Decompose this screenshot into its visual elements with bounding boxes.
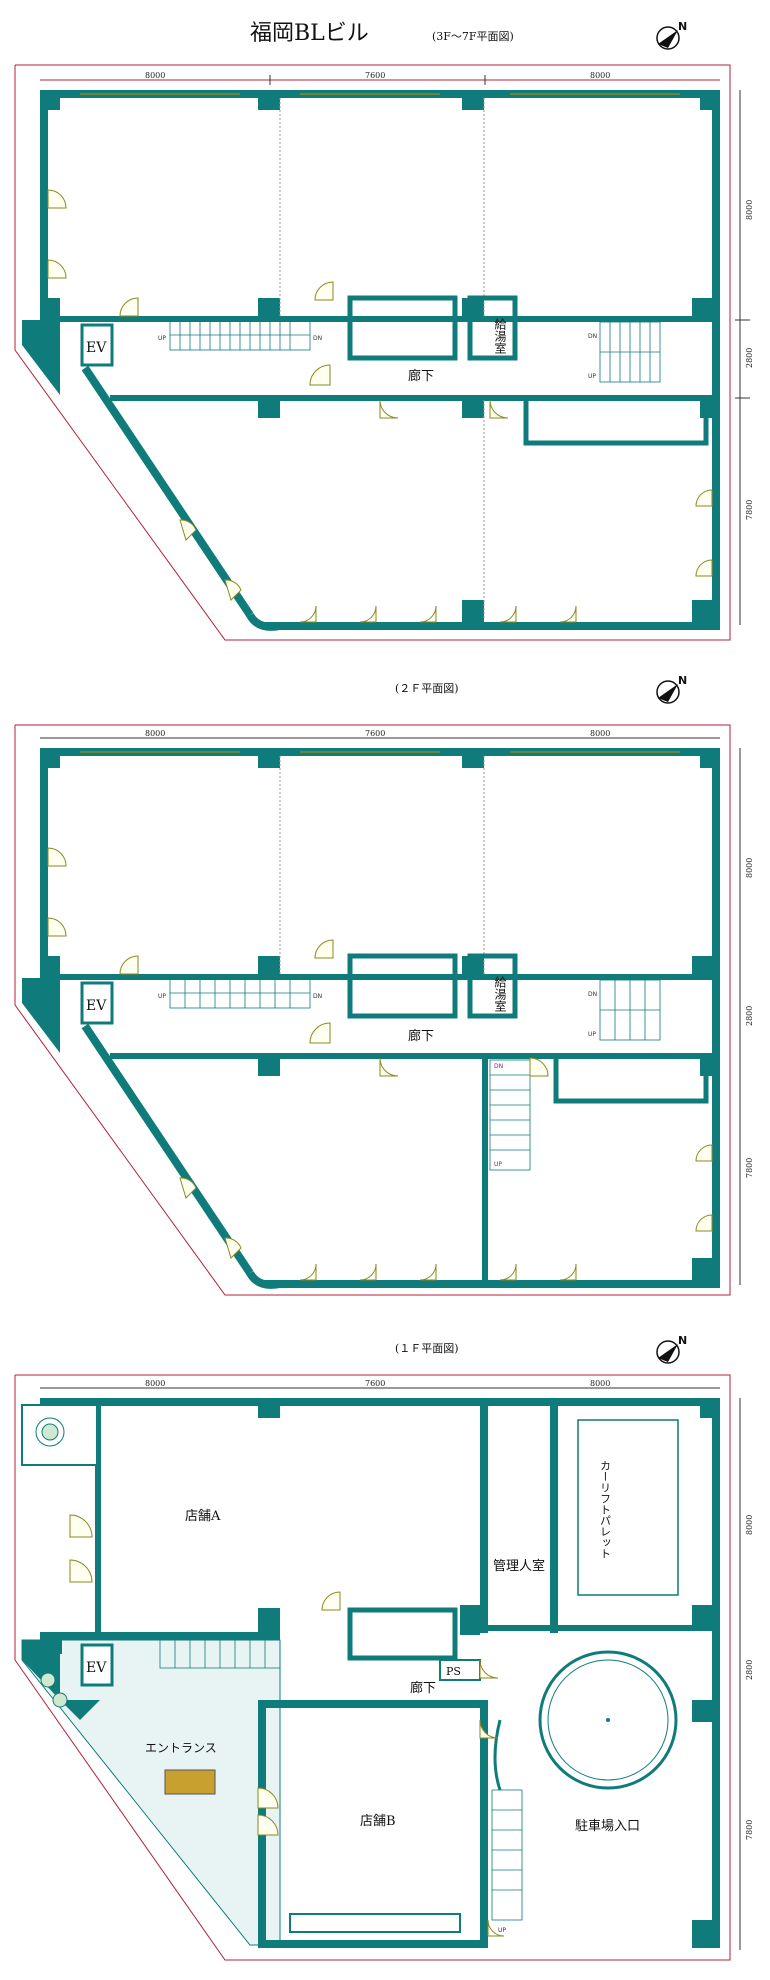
plan-2f: N 8000 7600 8000 8000 2800 7800 EV (14, 674, 754, 1296)
ev-label-2f: EV (86, 998, 107, 1014)
corridor-label-1f: 廊下 (410, 1680, 436, 1696)
dim-top-2: 7600 (365, 729, 385, 738)
svg-text:UP: UP (588, 1031, 596, 1038)
svg-text:UP: UP (158, 335, 166, 342)
dim-top-3: 8000 (590, 71, 610, 80)
svg-text:DN: DN (494, 1063, 503, 1070)
kyuto-label-3f: 給湯室 (493, 318, 507, 354)
kyuto-label-2f: 給湯室 (493, 976, 507, 1012)
svg-text:DN: DN (313, 993, 322, 1000)
dim-right-3: 7800 (745, 1158, 754, 1178)
dim-right-2: 2800 (745, 1660, 754, 1680)
building-title: 福岡BLビル (250, 21, 369, 46)
svg-text:UP: UP (158, 993, 166, 1000)
corridor-label-2f: 廊下 (408, 1028, 434, 1044)
doors-1f (69, 1514, 505, 1937)
parking-entrance-label: 駐車場入口 (575, 1819, 640, 1834)
dim-right-1: 8000 (745, 1515, 754, 1535)
manager-room-label: 管理人室 (493, 1558, 545, 1574)
dim-right-2: 2800 (745, 1006, 754, 1026)
dim-right-2: 2800 (745, 348, 754, 368)
stair-right-2f: DN UP (588, 979, 661, 1041)
dim-right-3: 7800 (745, 500, 754, 520)
dim-top-3: 8000 (590, 729, 610, 738)
north-compass-icon: N (656, 1334, 687, 1364)
columns-3f (40, 90, 720, 622)
dim-top-2: 7600 (365, 71, 385, 80)
north-compass-icon: N (656, 20, 687, 50)
svg-text:N: N (678, 20, 687, 33)
dim-right-1: 8000 (745, 200, 754, 220)
dim-top-1: 8000 (145, 1379, 165, 1388)
svg-text:DN: DN (588, 333, 597, 340)
ev-label-1f: EV (86, 1660, 107, 1676)
stair-entrance-1f (159, 1639, 281, 1669)
stair-right-3f: DN UP (588, 321, 661, 383)
doors-3f (47, 189, 713, 623)
stair-center-1f: UP (491, 1719, 523, 1934)
svg-text:UP: UP (588, 373, 596, 380)
corridor-label-3f: 廊下 (408, 368, 434, 384)
dim-top-1: 8000 (145, 71, 165, 80)
dim-top-2: 7600 (365, 1379, 385, 1388)
svg-text:UP: UP (498, 1927, 506, 1934)
dim-right-3: 7800 (745, 1820, 754, 1840)
entrance-label: エントランス (145, 1741, 217, 1755)
ev-label-3f: EV (86, 340, 107, 356)
stair-center-2f: DN UP (489, 1059, 531, 1171)
stair-left-3f: UP DN (158, 319, 322, 351)
carlift-label: カーリフトパレット (599, 1460, 612, 1559)
entrance-tile-floor (21, 1639, 281, 1946)
dim-top-3: 8000 (590, 1379, 610, 1388)
svg-text:UP: UP (494, 1161, 502, 1168)
shop-a-label: 店舗A (185, 1509, 221, 1524)
plan-3f-7f: N 8000 7600 8000 8000 2800 7800 EV (14, 20, 754, 641)
plan-1f: N 8000 7600 8000 8000 2800 7800 EV (14, 1334, 754, 1961)
plan-caption-2f: (２Ｆ平面図) (395, 682, 459, 695)
plan-caption-1f: (１Ｆ平面図) (395, 1342, 459, 1355)
stair-left-2f: UP DN (158, 977, 322, 1009)
ps-label: PS (446, 1665, 461, 1678)
north-compass-icon: N (656, 674, 687, 704)
dim-right-1: 8000 (745, 858, 754, 878)
doors-2f (47, 847, 713, 1281)
svg-text:DN: DN (313, 335, 322, 342)
svg-text:N: N (678, 674, 687, 687)
shop-b-label: 店舗B (360, 1814, 396, 1829)
svg-text:DN: DN (588, 991, 597, 998)
svg-text:N: N (678, 1334, 687, 1347)
plan-caption-3f-7f: (3F～7F平面図) (432, 30, 514, 43)
dim-top-1: 8000 (145, 729, 165, 738)
